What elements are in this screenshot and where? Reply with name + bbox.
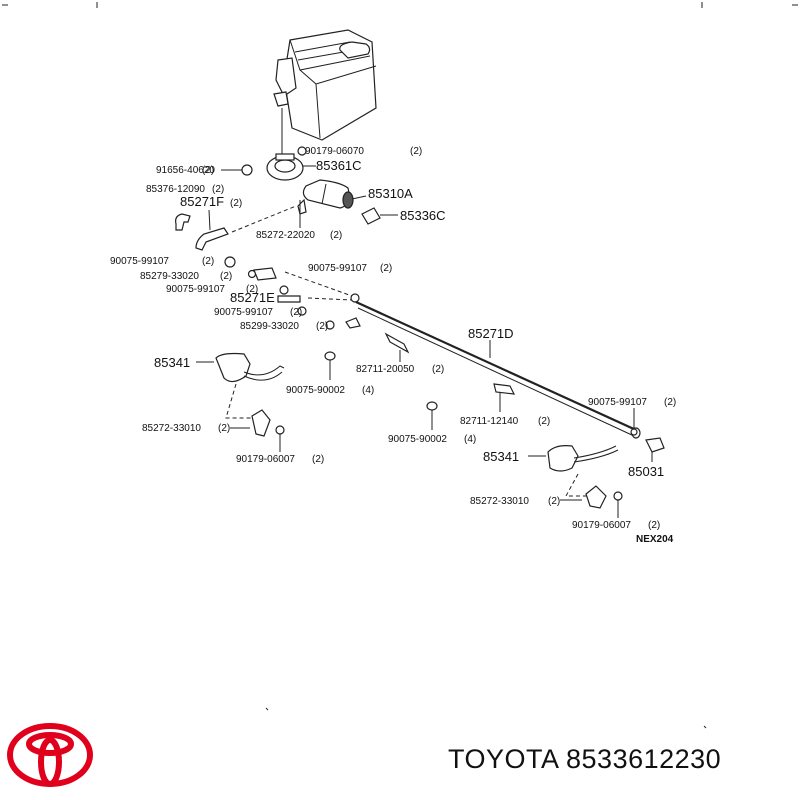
label-85272-33010: 85272-33010 xyxy=(142,423,201,434)
label-85272-22020: 85272-22020 xyxy=(256,230,315,241)
label-85271d: 85271D xyxy=(468,326,514,341)
clip-85272-22020 xyxy=(297,198,307,228)
label-qty: (2) xyxy=(410,146,422,157)
label-85310a: 85310A xyxy=(368,186,413,201)
label-qty: (2) xyxy=(664,397,676,408)
hose-85271f xyxy=(195,209,229,251)
label-85031: 85031 xyxy=(628,464,664,479)
label-85361c: 85361C xyxy=(316,158,362,173)
grommet-85336c xyxy=(361,207,398,225)
label-qty: (2) xyxy=(212,184,224,195)
label-91656-40620: 91656-40620 xyxy=(156,165,215,176)
label-90075-99107: 90075-99107 xyxy=(588,397,647,408)
toyota-logo-icon xyxy=(7,723,93,787)
label-qty: (2) xyxy=(290,307,302,318)
grommet-90075-99107-e xyxy=(630,408,638,436)
elbow-85376-12090 xyxy=(175,213,191,231)
label-qty: (2) xyxy=(330,230,342,241)
label-85341: 85341 xyxy=(154,355,190,370)
label-qty: (2) xyxy=(316,321,328,332)
label-90075-99107: 90075-99107 xyxy=(110,256,169,267)
grommet-90075-90002-a xyxy=(324,351,336,380)
label-82711-12140: 82711-12140 xyxy=(460,416,519,427)
nut-90179-06007-b xyxy=(613,491,623,518)
label-82711-20050: 82711-20050 xyxy=(356,364,415,375)
label-90179-06007: 90179-06007 xyxy=(236,454,295,465)
label-85299-33020: 85299-33020 xyxy=(240,321,299,332)
label-qty: (2) xyxy=(230,198,242,209)
connector-85031 xyxy=(645,437,665,462)
clip-82711-20050 xyxy=(384,332,410,362)
label-85341: 85341 xyxy=(483,449,519,464)
label-85336c: 85336C xyxy=(400,208,446,223)
grommet-85361c xyxy=(266,153,316,181)
label-85271f: 85271F xyxy=(180,194,224,209)
label-qty: (2) xyxy=(380,263,392,274)
clip-85272-33010-b xyxy=(560,485,607,509)
label-qty: (2) xyxy=(202,165,214,176)
label-qty: (2) xyxy=(246,284,258,295)
label-90075-99107: 90075-99107 xyxy=(214,307,273,318)
label-qty: (2) xyxy=(648,520,660,531)
washer-tank xyxy=(273,29,377,141)
clip-82711-12140 xyxy=(493,383,516,412)
label-qty: (2) xyxy=(202,256,214,267)
label-85376-12090: 85376-12090 xyxy=(146,184,205,195)
grommet-90075-90002-b xyxy=(426,401,438,430)
label-90075-99107: 90075-99107 xyxy=(166,284,225,295)
label-90075-90002: 90075-90002 xyxy=(388,434,447,445)
label-85279-33020: 85279-33020 xyxy=(140,271,199,282)
brand-part-number: TOYOTA 8533612230 xyxy=(448,744,722,774)
label-qty: (2) xyxy=(432,364,444,375)
label-90075-90002: 90075-90002 xyxy=(286,385,345,396)
label-qty: (2) xyxy=(538,416,550,427)
label-qty: (4) xyxy=(362,385,374,396)
part-labels: 90179-06070 (2) 91656-40620 (2) 85361C 8… xyxy=(110,146,676,545)
label-85271e: 85271E xyxy=(230,290,275,305)
label-85272-33010: 85272-33010 xyxy=(470,496,529,507)
label-qty: (2) xyxy=(220,271,232,282)
bolt-91656-40620 xyxy=(221,164,253,176)
label-qty: (2) xyxy=(312,454,324,465)
nozzle-85341-b xyxy=(528,445,619,472)
nut-90179-06070 xyxy=(297,146,307,156)
clamps-mid-left xyxy=(224,256,361,330)
nozzle-85341-a xyxy=(196,352,285,383)
label-90179-06007: 90179-06007 xyxy=(572,520,631,531)
label-90075-99107: 90075-99107 xyxy=(308,263,367,274)
label-qty: (2) xyxy=(548,496,560,507)
washer-pump-85310a xyxy=(302,179,367,209)
corner-marks xyxy=(2,2,798,729)
toyota-logo-rings xyxy=(7,723,93,787)
label-qty: (2) xyxy=(218,423,230,434)
label-90179-06070: 90179-06070 xyxy=(305,146,364,157)
label-qty: (4) xyxy=(464,434,476,445)
diagram-code: NEX204 xyxy=(636,534,674,545)
clip-85272-33010-a xyxy=(230,409,271,437)
nut-90179-06007-a xyxy=(275,425,285,452)
